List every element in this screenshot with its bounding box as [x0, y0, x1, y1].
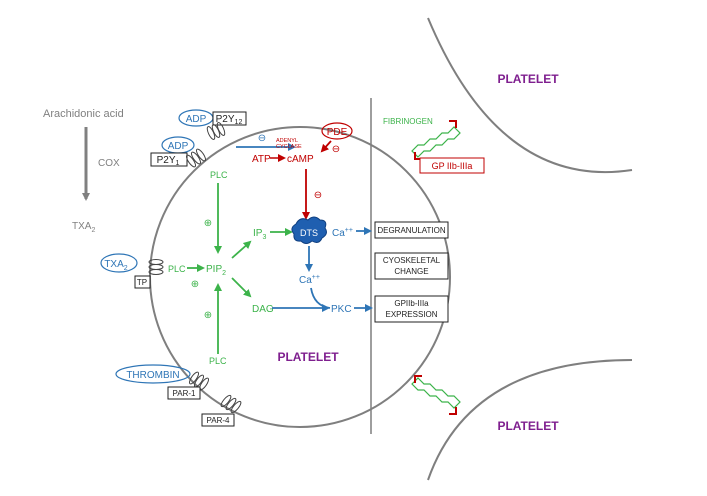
bottom-right-platelet-label: PLATELET: [497, 419, 559, 433]
txa2-ligand-label: TXA2: [104, 259, 127, 272]
gp-expression-label-1: GPIIb-IIIa: [394, 299, 429, 308]
tp-label: TP: [137, 278, 147, 287]
center-platelet-label: PLATELET: [277, 350, 339, 364]
ca-top-label: Ca++: [332, 227, 353, 239]
pip2-to-dag-arrow: [231, 277, 252, 298]
tp-box: [134, 275, 151, 289]
dts-inhibit-symbol: ⊖: [314, 190, 322, 201]
plc-top-stimulate-symbol: ⊕: [204, 218, 212, 229]
plc-bottom-label: PLC: [209, 356, 227, 366]
pde-oval: [321, 122, 353, 140]
dts-label: DTS: [300, 228, 318, 238]
plc-top-label: PLC: [210, 170, 228, 180]
adenyl-cyclase-label-1: ADENYL: [276, 138, 298, 144]
gp-receptor-mark-bottom-2: [449, 407, 457, 415]
txa2-ligand-oval: [100, 253, 138, 273]
ca-mid-label: Ca++: [299, 274, 320, 286]
thrombin-label: THROMBIN: [126, 370, 179, 381]
top-right-platelet-membrane: [427, 17, 633, 174]
p2y12-label: P2Y12: [216, 114, 243, 126]
tp-receptor-icon: [148, 259, 164, 275]
cytoskeletal-label-2: CHANGE: [394, 267, 428, 276]
ip3-label: IP3: [253, 228, 266, 241]
gp-expression-label-2: EXPRESSION: [385, 310, 437, 319]
fibrinogen-bridge-bottom: [411, 377, 461, 409]
par1-box: [167, 386, 201, 400]
thrombin-oval: [115, 364, 191, 384]
pkc-label: PKC: [331, 304, 352, 315]
cox-label: COX: [98, 158, 120, 169]
adenyl-inhibit-symbol: ⊖: [258, 133, 266, 144]
adp-top-label: ADP: [186, 114, 207, 125]
par4-receptor-icon: [220, 394, 242, 414]
p2y1-receptor-icon: [185, 148, 207, 168]
pip2-label: PIP2: [206, 264, 226, 277]
dts-blob: [291, 216, 327, 244]
cytoskeletal-box: [374, 252, 449, 280]
fibrinogen-bridge-top: [411, 126, 461, 158]
pip2-to-ip3-arrow: [231, 240, 252, 259]
pde-label: PDE: [327, 127, 348, 138]
degranulation-label: DEGRANULATION: [377, 226, 446, 235]
gp-expression-box: [374, 295, 449, 323]
plc-left-label: PLC: [168, 264, 186, 274]
gp-receptor-label: GP IIb-IIIa: [432, 161, 473, 171]
arachidonic-acid-label: Arachidonic acid: [43, 108, 124, 120]
pde-inhibit-symbol: ⊖: [332, 144, 340, 155]
txa2-label: TXA2: [72, 221, 95, 234]
adenyl-cyclase-label-2: CYCLASE: [276, 144, 302, 150]
par4-box: [201, 413, 235, 427]
p2y1-label: P2Y1: [157, 155, 180, 167]
bottom-right-platelet-membrane: [427, 359, 633, 481]
cytoskeletal-label-1: CYOSKELETAL: [383, 256, 441, 265]
top-right-platelet-label: PLATELET: [497, 72, 559, 86]
pde-arrow: [320, 140, 332, 153]
plc-left-stimulate-symbol: ⊕: [191, 279, 199, 290]
p2y12-box: [212, 111, 247, 126]
par1-label: PAR-1: [173, 389, 197, 398]
p2y12-receptor-icon: [206, 122, 226, 140]
ca-to-pkc-curve: [310, 287, 331, 309]
gp-receptor-mark-bottom-1: [414, 375, 422, 383]
atp-label: ATP: [252, 154, 271, 165]
degranulation-box: [374, 221, 449, 239]
dag-label: DAG: [252, 304, 274, 315]
gp-receptor-box: [419, 157, 485, 174]
adp-mid-label: ADP: [168, 141, 189, 152]
gp-receptor-mark-top-1: [449, 120, 457, 128]
fibrinogen-label: FIBRINOGEN: [383, 117, 433, 126]
plc-bottom-stimulate-symbol: ⊕: [204, 310, 212, 321]
par4-label: PAR-4: [207, 416, 231, 425]
camp-label: cAMP: [287, 154, 314, 165]
